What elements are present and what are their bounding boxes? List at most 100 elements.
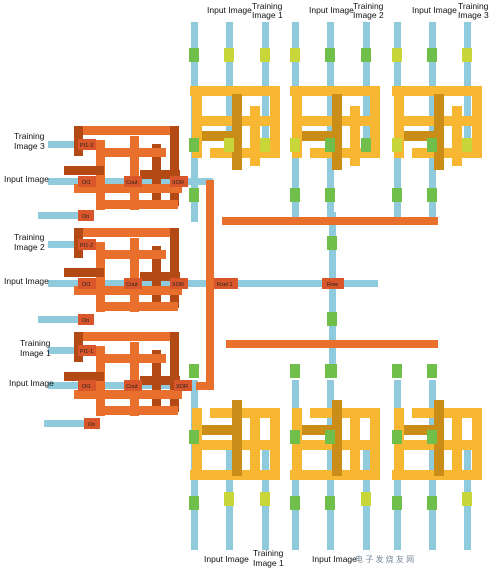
top-label-training-1-line2: Image 1 xyxy=(252,10,283,20)
orange-lattice-bar-3 xyxy=(130,136,139,210)
block-cout-1 xyxy=(124,380,142,391)
switch-block xyxy=(427,364,437,378)
block-cout-3 xyxy=(124,176,142,187)
block-xor-1-label: XOR xyxy=(176,384,188,390)
orange-lattice-bar-2 xyxy=(130,238,139,312)
switch-block xyxy=(392,48,402,62)
switch-block xyxy=(462,48,472,62)
orange-lattice-bar-1 xyxy=(140,376,180,385)
yellow-lattice-bar-bottom-1 xyxy=(210,408,280,418)
switch-block xyxy=(260,492,270,506)
switch-block xyxy=(224,492,234,506)
yellow-lattice-bar-top-2 xyxy=(292,131,332,141)
switch-block xyxy=(325,430,335,444)
top-label-training-3-line2: Image 3 xyxy=(458,10,489,20)
orange-lattice-bar-2 xyxy=(74,228,178,237)
top-label-training-3-line1: Training xyxy=(458,1,489,11)
switch-block xyxy=(392,188,402,202)
left-label-training-3-line2: Image 3 xyxy=(14,141,45,151)
block-oi1-3 xyxy=(78,176,96,187)
yellow-lattice-bar-top-2 xyxy=(292,86,302,158)
orange-lattice-bar-2 xyxy=(104,302,178,311)
orange-lattice-bar-1 xyxy=(64,372,104,381)
block-pi11-label: PI1-1 xyxy=(80,349,93,355)
orange-lattice-bar-2 xyxy=(140,272,180,281)
block-pi13-label: PI1-3 xyxy=(80,143,93,149)
yellow-lattice-bar-top-3 xyxy=(392,86,482,96)
yellow-lattice-bar-top-3 xyxy=(394,131,434,141)
switch-block xyxy=(290,48,300,62)
block-oi1-3-label: OI1 xyxy=(82,180,91,186)
orange-lattice-bar-2 xyxy=(74,286,182,295)
block-rsel1-label: Rsel 1 xyxy=(217,282,233,288)
switch-block xyxy=(224,138,234,152)
orange-lattice-bar-3 xyxy=(74,184,182,193)
switch-block xyxy=(392,430,402,444)
left-labels: Training Image 3 Input Image Training Im… xyxy=(4,131,54,388)
orange-lattice-bar-2 xyxy=(96,250,166,259)
watermark: 电 子 发 烧 友 网 xyxy=(355,554,414,564)
bottom-label-input-1: Input Image xyxy=(204,554,249,564)
block-xor-3 xyxy=(170,176,188,187)
left-label-training-1-line1: Training xyxy=(20,338,51,348)
switch-block xyxy=(427,496,437,510)
block-xor-1 xyxy=(174,380,192,391)
switch-block xyxy=(260,48,270,62)
block-on-2 xyxy=(78,314,94,325)
switch-block xyxy=(290,138,300,152)
left-orange-structures xyxy=(64,126,182,416)
yellow-lattice-bar-top-3 xyxy=(434,94,444,170)
yellow-lattice-bar-bottom-3 xyxy=(472,408,482,480)
switch-block xyxy=(325,496,335,510)
switch-block xyxy=(189,48,199,62)
top-label-input-1: Input Image xyxy=(207,5,252,15)
block-pi12-label: PI1-2 xyxy=(80,243,93,249)
block-oi1-2 xyxy=(78,278,96,289)
block-on-1-label: On xyxy=(88,422,95,428)
orange-lattice-bar-1 xyxy=(170,332,179,412)
switch-block xyxy=(427,48,437,62)
yellow-lattice-bar-top-1 xyxy=(250,106,260,166)
left-label-input-1: Input Image xyxy=(9,378,54,388)
orange-lattice-bar-2 xyxy=(64,268,104,277)
block-on-3-label: On xyxy=(82,214,89,220)
yellow-lattice-bar-bottom-3 xyxy=(412,408,482,418)
switch-block xyxy=(327,236,337,250)
yellow-lattice-bar-top-3 xyxy=(452,106,462,166)
switch-block xyxy=(290,496,300,510)
yellow-lattice-bar-top-2 xyxy=(350,106,360,166)
switch-block xyxy=(224,48,234,62)
yellow-lattice-bar-top-3 xyxy=(394,86,404,158)
left-label-training-1-line2: Image 1 xyxy=(20,348,51,358)
switch-block xyxy=(189,364,199,378)
yellow-lattice-bar-top-3 xyxy=(412,148,482,158)
orange-lattice-bar-3 xyxy=(104,200,178,209)
switch-block xyxy=(427,188,437,202)
block-on-2-label: On xyxy=(82,318,89,324)
switch-block xyxy=(361,492,371,506)
yellow-lattice-bar-top-1 xyxy=(270,86,280,158)
yellow-lattice-bar-bottom-3 xyxy=(452,414,462,474)
yellow-lattice-bar-top-1 xyxy=(210,148,280,158)
yellow-lattice-bar-top-2 xyxy=(310,148,380,158)
left-label-training-3-line1: Training xyxy=(14,131,45,141)
yellow-lattice-bar-top-1 xyxy=(192,131,232,141)
switch-block xyxy=(189,138,199,152)
switch-block xyxy=(189,430,199,444)
yellow-lattice-bar-top-2 xyxy=(370,86,380,158)
top-label-training-1-line1: Training xyxy=(252,1,283,11)
bottom-label-training-1-line2: Image 1 xyxy=(253,558,284,568)
block-on-1 xyxy=(84,418,100,429)
yellow-lattice-bar-bottom-2 xyxy=(370,408,380,480)
orange-lattice-bar-1 xyxy=(104,406,178,415)
block-xor-2 xyxy=(170,278,188,289)
yellow-lattice-bar-top-2 xyxy=(290,86,380,96)
switch-block xyxy=(325,138,335,152)
switch-block xyxy=(260,138,270,152)
orange-lattice-bar-3 xyxy=(170,126,179,206)
yellow-lattice-bar-top-2 xyxy=(332,94,342,170)
orange-blocks: PI1-3 OI1 Cout XOR On PI1-2 OI1 Cout XOR… xyxy=(78,139,344,429)
orange-lattice-bar-1 xyxy=(130,342,139,416)
bottom-labels: Input Image Training Image 1 Input Image xyxy=(204,548,357,568)
